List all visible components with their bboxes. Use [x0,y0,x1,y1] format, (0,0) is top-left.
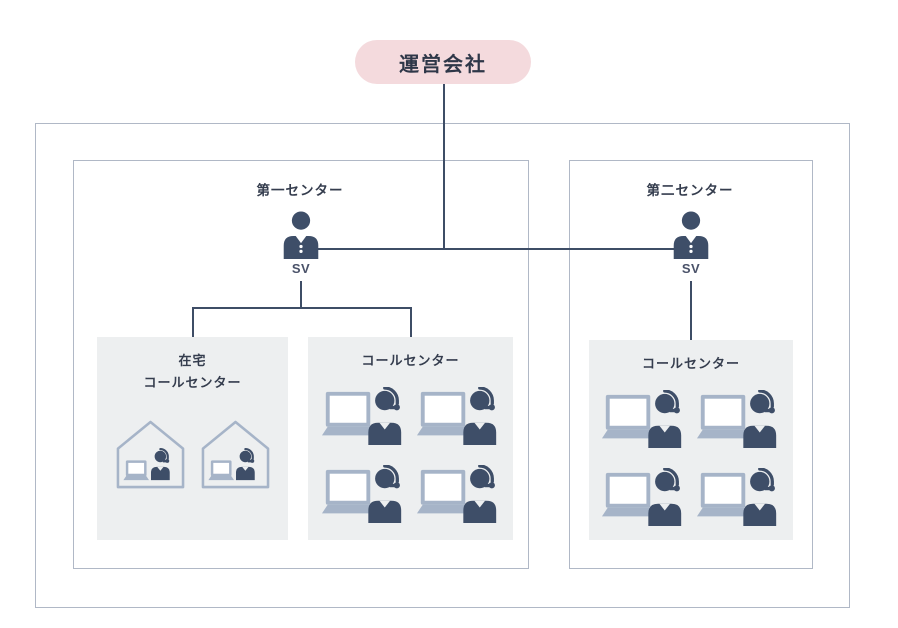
line-sv1-bracket [192,307,412,339]
call-center-first-agents [308,387,513,523]
supervisor-person-icon [283,211,319,259]
call-center-first-box: コールセンター [308,337,513,540]
call-center-second-title: コールセンター [641,356,740,371]
home-call-center-box: 在宅 コールセンター [97,337,288,540]
house-with-agent-icon [201,420,269,489]
center-box-second [569,160,813,569]
call-center-second-box: コールセンター [589,340,793,540]
home-call-center-title-line2: コールセンター [143,375,242,390]
supervisor-first: SV [271,211,331,276]
agent-with-headset-and-laptop-icon [321,465,401,523]
agent-with-headset-and-laptop-icon [416,465,496,523]
agent-with-headset-and-laptop-icon [696,468,777,526]
operating-company-node: 運営会社 [355,40,531,84]
agent-with-headset-and-laptop-icon [416,387,496,445]
supervisor-first-label: SV [291,261,311,276]
outer-boundary-box [35,123,850,608]
home-call-center-title-line1: 在宅 [178,353,207,368]
house-with-agent-icon [116,420,184,489]
agent-with-headset-and-laptop-icon [601,468,682,526]
agent-with-headset-and-laptop-icon [321,387,401,445]
home-call-center-title: 在宅 コールセンター [97,350,288,394]
supervisor-person-icon [673,211,709,259]
call-center-first-title: コールセンター [361,353,460,368]
center-box-first [73,160,529,569]
supervisor-second: SV [661,211,721,276]
operating-company-label: 運営会社 [399,53,487,76]
home-agents-row [97,419,288,490]
center-first-title: 第一センター [256,183,344,198]
agent-with-headset-and-laptop-icon [696,390,777,448]
call-center-second-agents [589,390,793,526]
center-second-title: 第二センター [646,183,734,198]
supervisor-second-label: SV [681,261,701,276]
agent-with-headset-and-laptop-icon [601,390,682,448]
